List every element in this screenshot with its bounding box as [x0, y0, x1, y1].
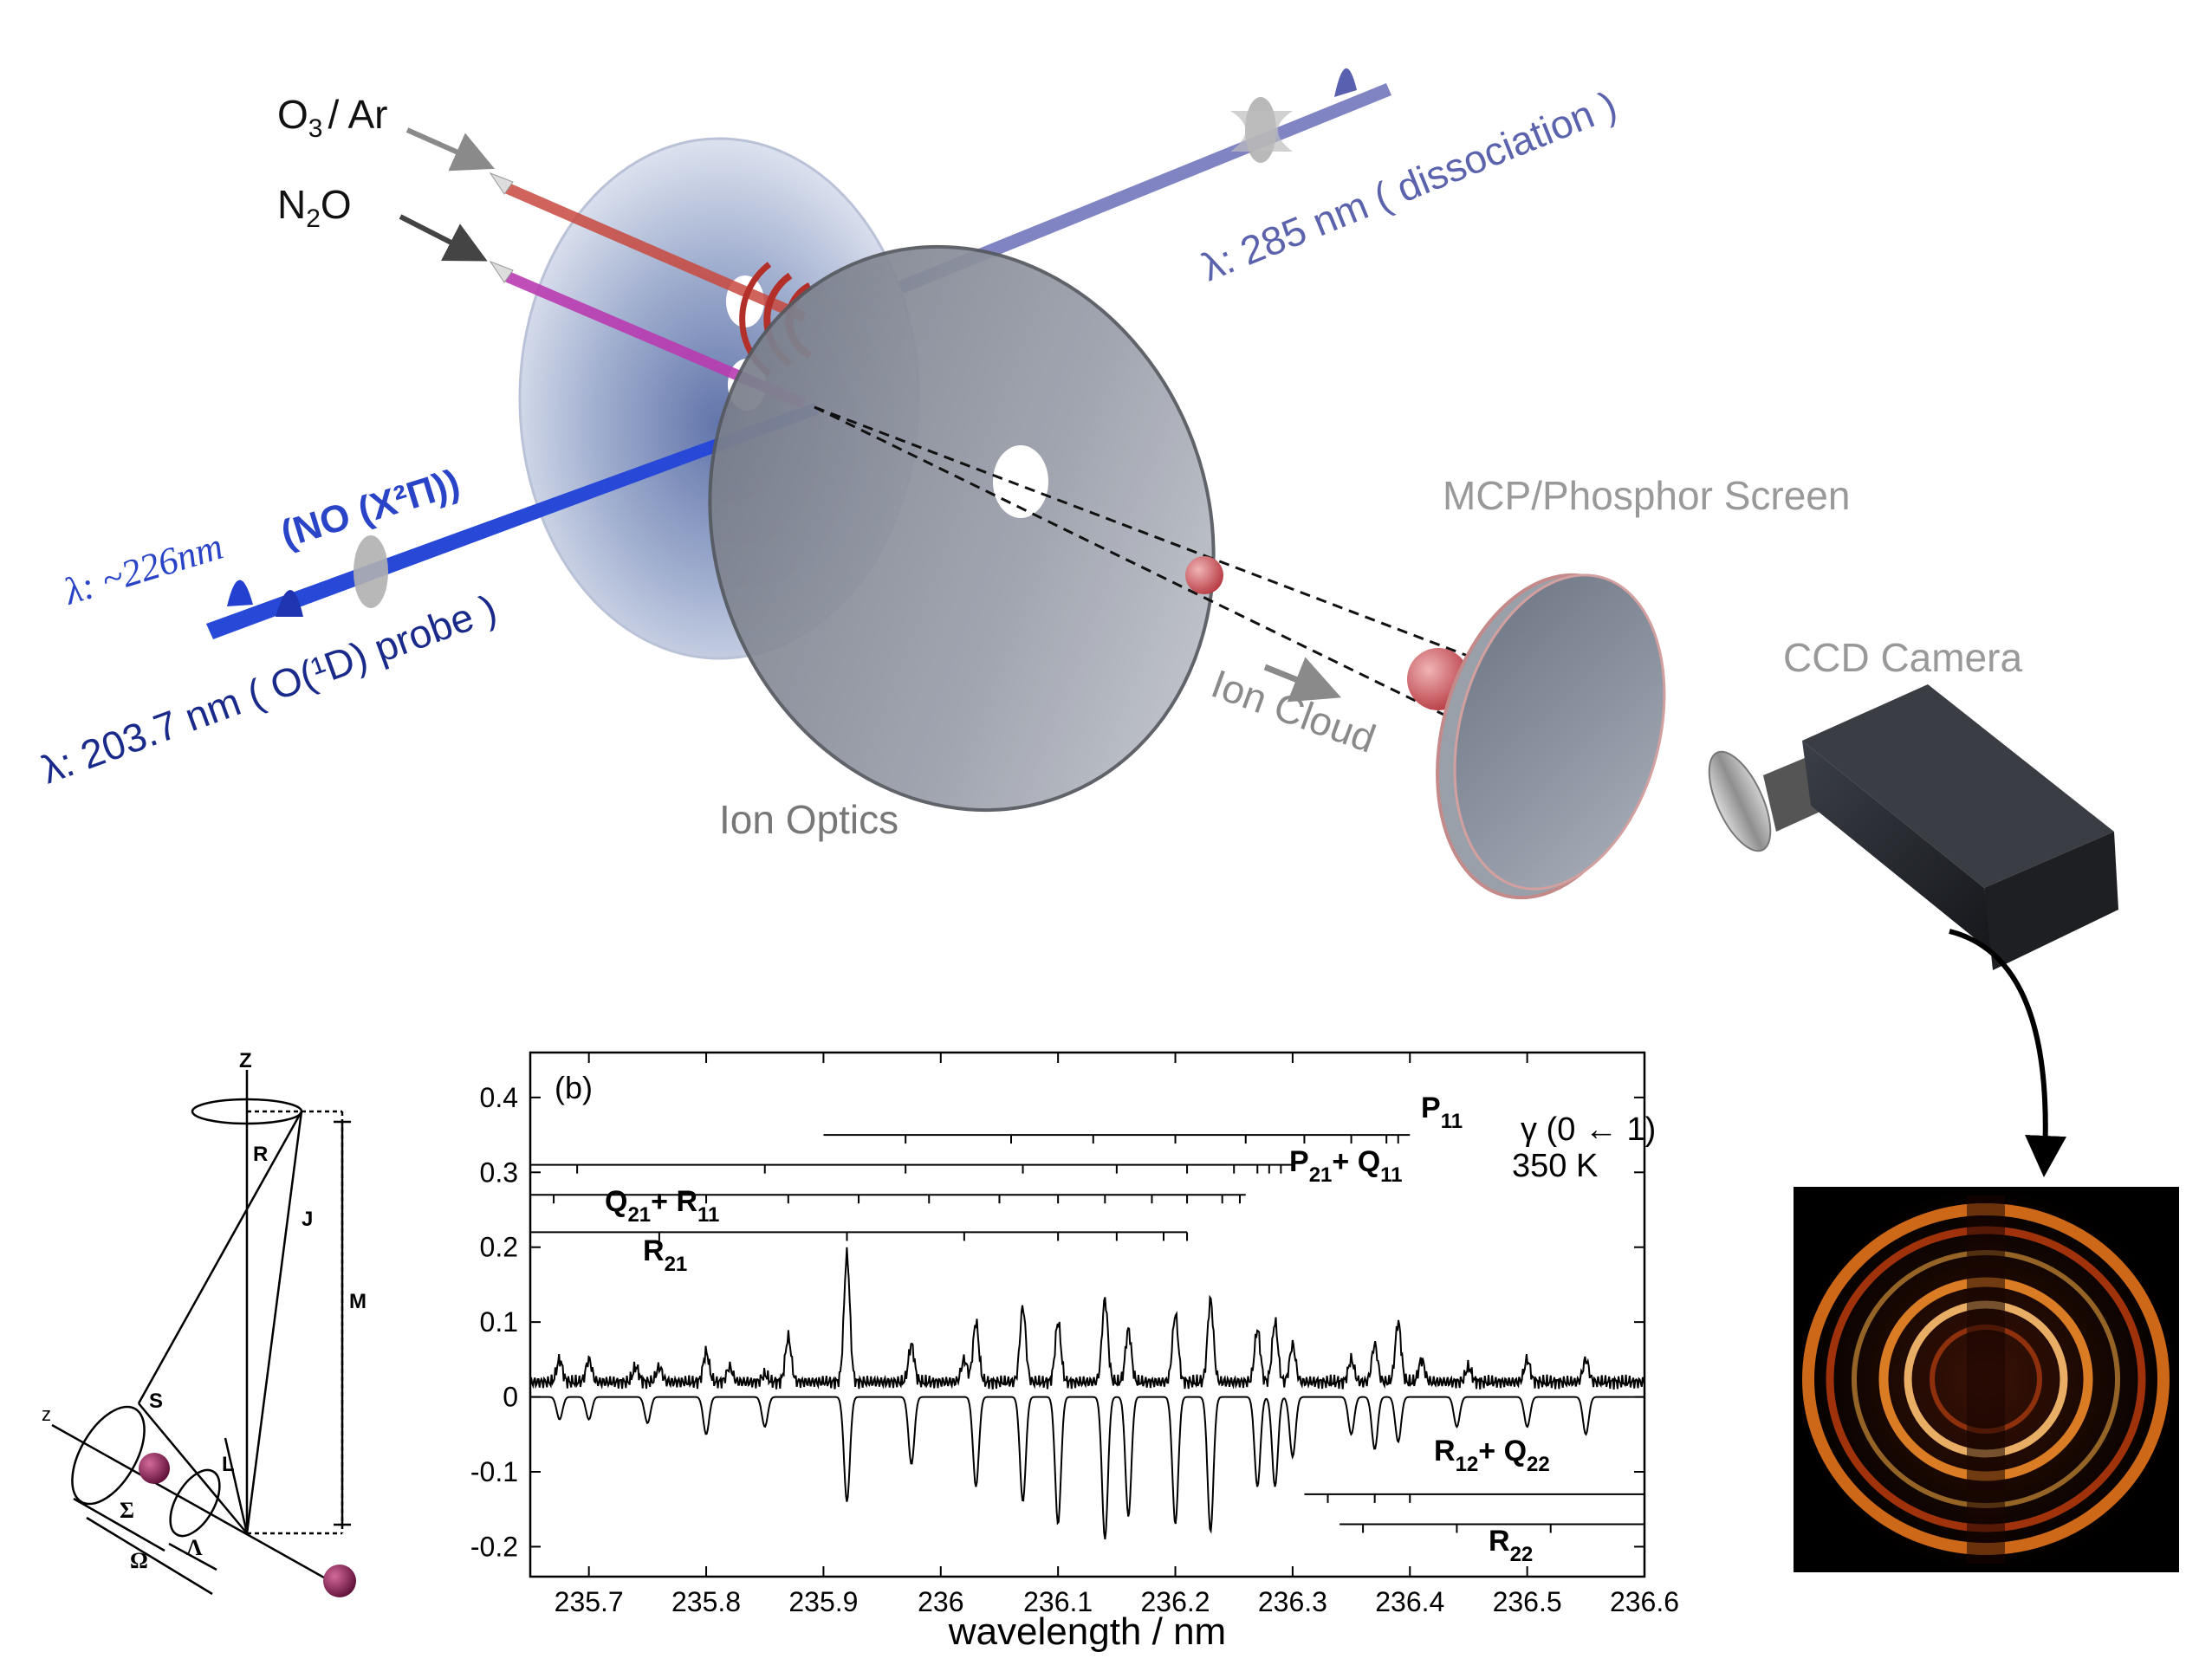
no-probe-wavelength-label: λ: ~226nm [58, 525, 228, 613]
vector-label-lambda: Λ [186, 1535, 203, 1560]
ion-optics-label: Ion Optics [719, 797, 898, 842]
ccd-camera-label: CCD Camera [1783, 635, 2022, 680]
s-to-l-vector [138, 1403, 248, 1534]
ion-optics-plate-rear [708, 244, 1216, 813]
vector-label-L: L [222, 1453, 235, 1476]
branch-label: P11 [1421, 1092, 1463, 1133]
simulated-spectrum [530, 1396, 1644, 1539]
y-tick-label: 0.4 [480, 1082, 518, 1113]
vector-label-omega: Ω [130, 1548, 148, 1573]
x-tick-label: 236.4 [1375, 1586, 1444, 1617]
apparatus-diagram: O3/ Ar N2O λ: 285 nm ( dissociation ) λ:… [36, 68, 2118, 1177]
x-tick-label: 236.1 [1023, 1586, 1093, 1617]
x-tick-label: 236.6 [1610, 1586, 1679, 1617]
l-vector [224, 1437, 249, 1534]
x-axis: 235.7 235.8 235.9 236 236.1 236.2 236.3 236.4 23… [555, 1053, 1679, 1617]
plot-frame [529, 1051, 1646, 1578]
x-tick-label: 236.2 [1140, 1586, 1210, 1617]
r-vector [137, 1111, 303, 1404]
ccd-camera [1708, 684, 2118, 970]
mcp-phosphor-screen [1436, 573, 1666, 900]
spectrum-chart: 235.7 235.8 235.9 236 236.1 236.2 236.3 236.4 23… [470, 1051, 1679, 1653]
branch-label: R12+ Q22 [1434, 1435, 1550, 1476]
x-axis-title: wavelength / nm [948, 1610, 1226, 1653]
ion-cloud-small [1185, 556, 1223, 594]
y-tick-label: 0 [503, 1382, 518, 1413]
vector-label-Z: Z [239, 1049, 252, 1072]
x-tick-label: 236.3 [1258, 1586, 1327, 1617]
gas-o3-label: O3/ Ar [277, 92, 388, 143]
vector-label-R: R [253, 1143, 268, 1166]
camera-to-image-arrow [1949, 929, 2067, 1177]
s-cone [71, 1405, 146, 1506]
vector-label-z: z [42, 1403, 51, 1425]
probe-laser-beam [206, 403, 819, 639]
vector-label-M: M [349, 1290, 367, 1313]
atom-near [139, 1453, 170, 1484]
x-tick-label: 235.9 [788, 1586, 858, 1617]
vector-label-J: J [302, 1208, 313, 1231]
velocity-map-image [1794, 1187, 2179, 1572]
branch-label: R22 [1489, 1525, 1533, 1566]
band-annotation: γ (0 ← 1) [1521, 1111, 1656, 1148]
vector-label-S: S [149, 1390, 163, 1413]
atom-far [323, 1565, 356, 1597]
panel-label: (b) [555, 1070, 593, 1105]
branch-label: Q21+ R11 [605, 1185, 719, 1227]
y-tick-label: 0.3 [480, 1156, 518, 1188]
vector-label-sigma: Σ [120, 1498, 134, 1523]
temperature-annotation: 350 K [1512, 1148, 1598, 1184]
spectrum-traces [529, 1247, 1645, 1539]
gas-jets [399, 127, 806, 409]
experimental-spectrum [529, 1247, 1645, 1390]
x-tick-label: 236.5 [1493, 1586, 1562, 1617]
branch-label: P21+ Q11 [1289, 1145, 1403, 1187]
x-tick-label: 235.8 [671, 1586, 741, 1617]
branch-label: R21 [643, 1234, 687, 1276]
j-vector [245, 1111, 303, 1534]
gas-n2o-label: N2O [277, 182, 352, 233]
y-tick-label: 0.1 [480, 1306, 518, 1338]
y-tick-label: -0.1 [470, 1456, 518, 1487]
x-tick-label: 235.7 [555, 1586, 624, 1617]
l-cone [169, 1468, 221, 1538]
angular-momentum-vector-diagram: Z R J M S L z Σ Ω Λ [42, 1049, 367, 1597]
mcp-label: MCP/Phosphor Screen [1443, 473, 1850, 518]
molecular-axis-line [51, 1423, 339, 1587]
y-tick-label: 0.2 [480, 1232, 518, 1263]
x-tick-label: 236 [918, 1586, 963, 1617]
y-tick-label: -0.2 [470, 1531, 518, 1562]
